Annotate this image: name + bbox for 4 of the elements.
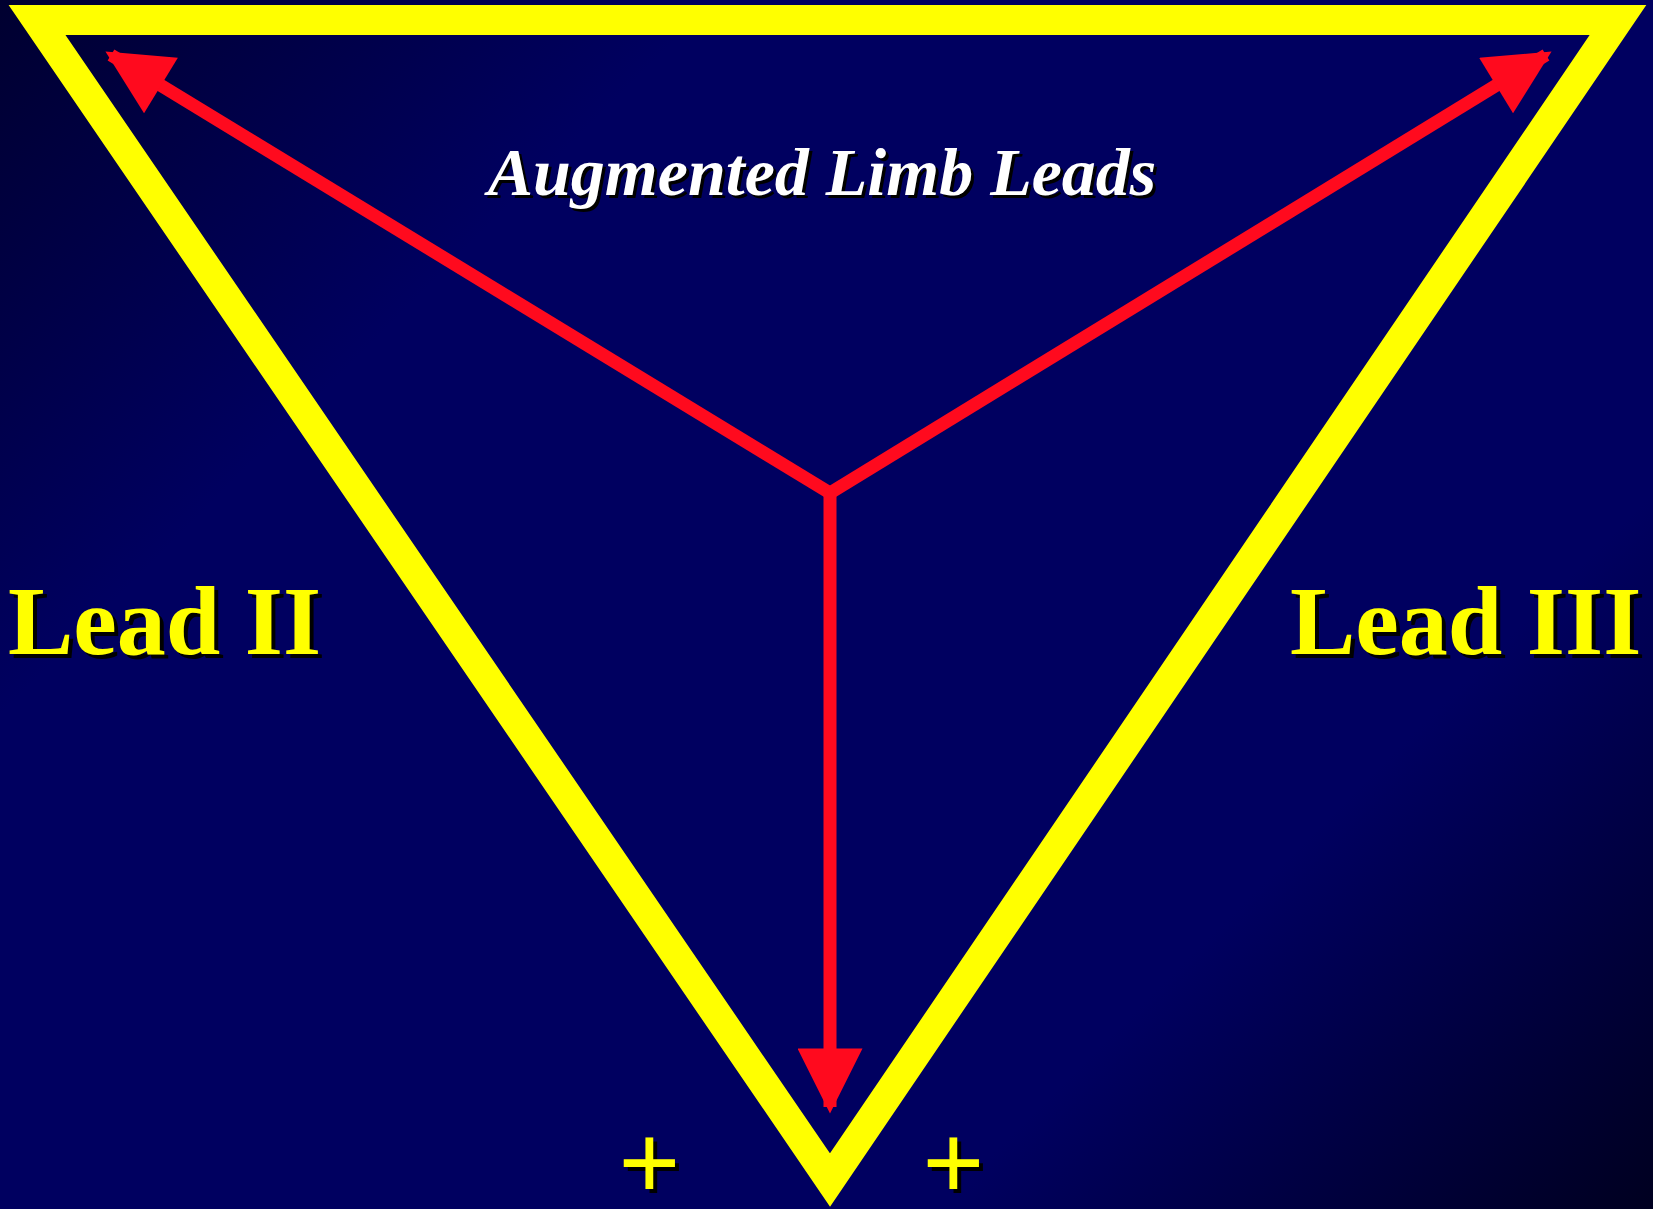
plus-sign: + (922, 1108, 985, 1209)
lead-label: Lead II (8, 572, 322, 670)
plus-sign: + (618, 1108, 681, 1209)
lead-label: Lead III (1290, 572, 1642, 670)
